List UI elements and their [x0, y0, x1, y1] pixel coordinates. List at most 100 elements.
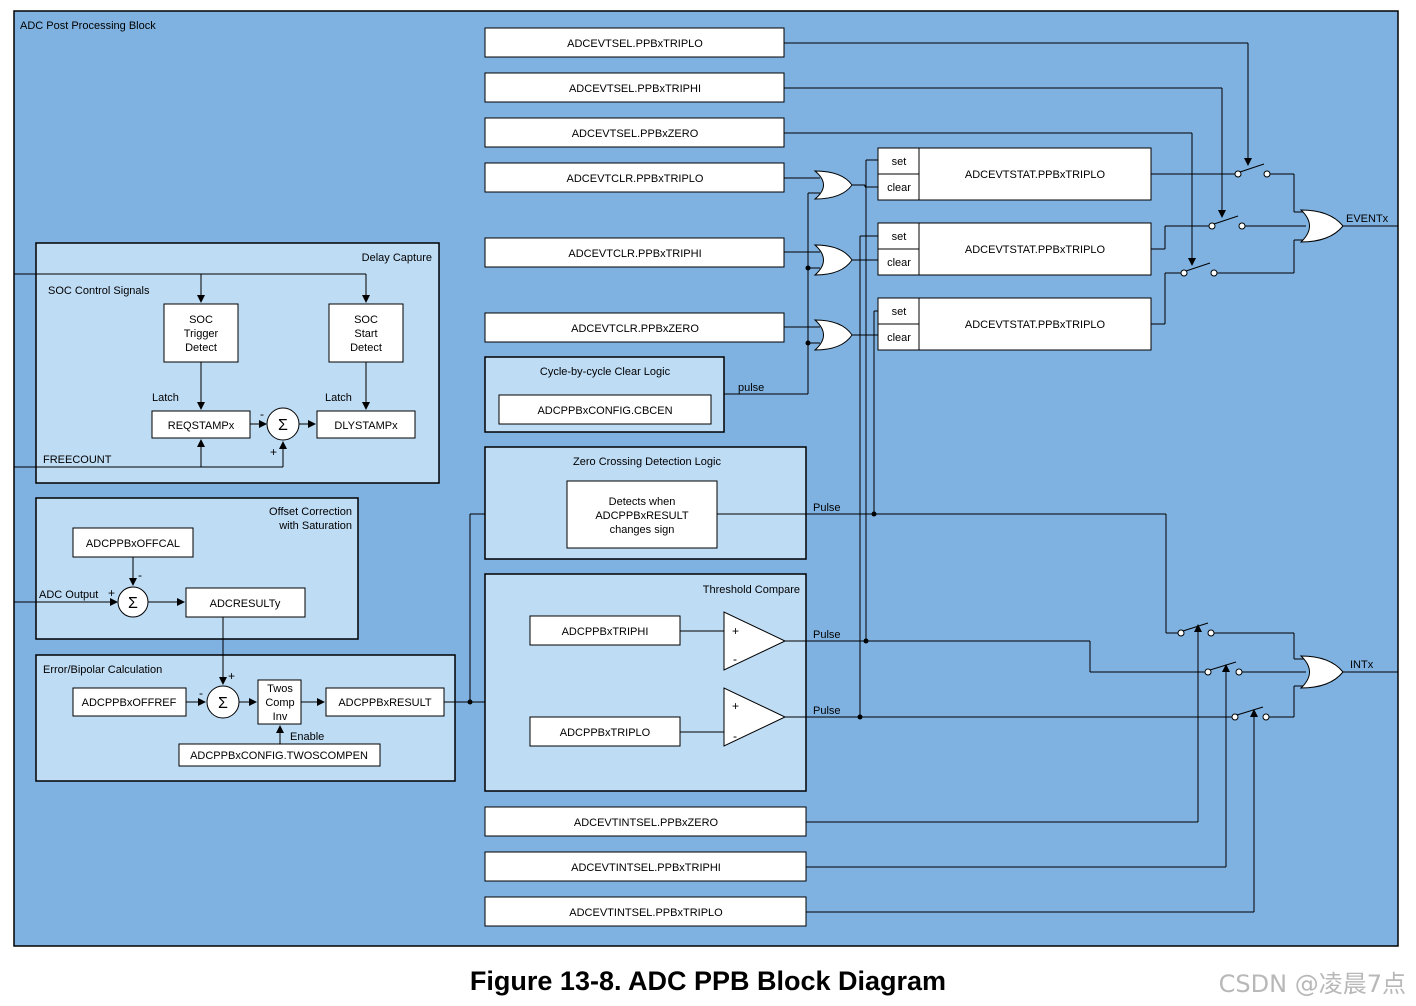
evtstat-3-name: ADCEVTSTAT.PPBxTRIPLO — [965, 319, 1106, 331]
evtstat-3-clear: clear — [887, 332, 911, 344]
evtstat-1-set: set — [892, 156, 907, 168]
evtsel-zero-label: ADCEVTSEL.PPBxZERO — [572, 128, 699, 140]
evtstat-3-set: set — [892, 306, 907, 318]
comparator-lo — [723, 687, 787, 747]
delay-sigma: Σ — [278, 417, 288, 434]
soc-start-line2: Start — [354, 328, 377, 340]
ppbresult-label: ADCPPBxRESULT — [338, 697, 432, 709]
offcal-box — [72, 527, 194, 558]
triplo-box — [529, 716, 681, 747]
latch-right-label: Latch — [325, 392, 352, 404]
cbcen-box — [498, 394, 712, 425]
cmp-hi-minus: - — [733, 652, 737, 666]
cbc-title: Cycle-by-cycle Clear Logic — [540, 366, 671, 378]
intsel-zero: ADCEVTINTSEL.PPBxZERO — [484, 806, 807, 837]
evtclr-triphi-label: ADCEVTCLR.PPBxTRIPHI — [568, 248, 701, 260]
ppbresult-box — [325, 687, 445, 717]
pulse-lo-label: Pulse — [813, 705, 841, 717]
soc-start-detect — [328, 303, 404, 363]
evtclr-zero-label: ADCEVTCLR.PPBxZERO — [571, 323, 699, 335]
evtstat-2-clear: clear — [887, 257, 911, 269]
twoscompen-label: ADCPPBxCONFIG.TWOSCOMPEN — [190, 750, 368, 762]
soc-start-line3: Detect — [350, 342, 382, 354]
twos-line2: Comp — [265, 697, 294, 709]
evtclr-triplo-label: ADCEVTCLR.PPBxTRIPLO — [567, 173, 704, 185]
cmp-lo-plus: + — [732, 699, 739, 713]
threshold-title: Threshold Compare — [703, 584, 800, 596]
intsel-triplo: ADCEVTINTSEL.PPBxTRIPLO — [484, 896, 807, 927]
evtstat-row-3: set clear ADCEVTSTAT.PPBxTRIPLO — [877, 297, 1152, 351]
cmp-lo-minus: - — [733, 729, 737, 743]
reqstamp-label: REQSTAMPx — [168, 420, 235, 432]
delay-capture-title: Delay Capture — [362, 252, 432, 264]
outer-title: ADC Post Processing Block — [20, 20, 156, 32]
pulse-hi-label: Pulse — [813, 629, 841, 641]
evtstat-row-1: set clear ADCEVTSTAT.PPBxTRIPLO — [877, 147, 1152, 201]
int-or-gate — [1299, 655, 1344, 689]
offref-label: ADCPPBxOFFREF — [82, 697, 177, 709]
evtstat-2-name: ADCEVTSTAT.PPBxTRIPLO — [965, 244, 1106, 256]
twos-line3: Inv — [273, 711, 288, 723]
dlystamp-label: DLYSTAMPx — [334, 420, 398, 432]
delay-minus: - — [260, 407, 264, 421]
offset-sigma: Σ — [128, 595, 138, 612]
dlystamp-box — [316, 410, 416, 439]
evtclr-zero: ADCEVTCLR.PPBxZERO — [484, 312, 785, 343]
delay-capture-panel — [35, 242, 440, 484]
offset-minus: - — [138, 568, 142, 582]
error-sigma: Σ — [218, 695, 228, 712]
evtstat-1-clear: clear — [887, 182, 911, 194]
soc-trigger-line3: Detect — [185, 342, 217, 354]
evtstat-row-2: set clear ADCEVTSTAT.PPBxTRIPLO — [877, 222, 1152, 276]
evtsel-triphi: ADCEVTSEL.PPBxTRIPHI — [484, 72, 785, 103]
intsel-triplo-label: ADCEVTINTSEL.PPBxTRIPLO — [569, 907, 723, 919]
offref-box — [72, 687, 187, 717]
triphi-box — [529, 615, 681, 646]
figure-caption: Figure 13-8. ADC PPB Block Diagram — [469, 966, 947, 996]
event-or-gate — [1299, 209, 1344, 243]
evtsel-triplo-label: ADCEVTSEL.PPBxTRIPLO — [567, 38, 703, 50]
latch-left-label: Latch — [152, 392, 179, 404]
adcresult-label: ADCRESULTy — [210, 598, 281, 610]
evtsel-triphi-label: ADCEVTSEL.PPBxTRIPHI — [569, 83, 701, 95]
adc-output-label: ADC Output — [39, 589, 98, 601]
evtclr-triphi: ADCEVTCLR.PPBxTRIPHI — [484, 237, 785, 268]
watermark: CSDN @凌晨7点 — [1218, 970, 1406, 998]
evtsel-zero: ADCEVTSEL.PPBxZERO — [484, 117, 785, 148]
comparator-hi — [723, 611, 787, 671]
evtclr-triplo: ADCEVTCLR.PPBxTRIPLO — [484, 162, 785, 193]
delay-plus: + — [270, 445, 277, 459]
error-plus: + — [228, 669, 235, 683]
zero-cross-line2: ADCPPBxRESULT — [595, 510, 689, 522]
evtsel-triplo: ADCEVTSEL.PPBxTRIPLO — [484, 27, 785, 58]
zero-cross-line3: changes sign — [610, 524, 675, 536]
zero-cross-pulse: Pulse — [813, 502, 841, 514]
evtstat-2-set: set — [892, 231, 907, 243]
error-minus: - — [199, 686, 203, 700]
or-gate-clear-3 — [813, 319, 853, 351]
intsel-zero-label: ADCEVTINTSEL.PPBxZERO — [574, 817, 719, 829]
or-gate-clear-1 — [813, 170, 853, 200]
twos-comp-box — [257, 679, 302, 725]
event-switch-2 — [1208, 215, 1246, 230]
enable-label: Enable — [290, 731, 324, 743]
event-switch-1 — [1234, 163, 1271, 178]
threshold-panel — [484, 573, 807, 792]
soc-trigger-line1: SOC — [189, 314, 213, 326]
soc-trigger-line2: Trigger — [184, 328, 219, 340]
triphi-label: ADCPPBxTRIPHI — [562, 626, 649, 638]
intsel-triphi-label: ADCEVTINTSEL.PPBxTRIPHI — [571, 862, 721, 874]
freecount-label: FREECOUNT — [43, 454, 112, 466]
eventx-label: EVENTx — [1346, 213, 1389, 225]
adcresult-box — [185, 587, 306, 618]
cbcen-label: ADCPPBxCONFIG.CBCEN — [537, 405, 672, 417]
intx-label: INTx — [1350, 659, 1374, 671]
evtstat-1-name: ADCEVTSTAT.PPBxTRIPLO — [965, 169, 1106, 181]
intsel-triphi: ADCEVTINTSEL.PPBxTRIPHI — [484, 851, 807, 882]
soc-control-label: SOC Control Signals — [48, 285, 150, 297]
soc-trigger-detect — [163, 303, 239, 363]
int-switch-1 — [1177, 622, 1215, 637]
error-calc-title: Error/Bipolar Calculation — [43, 664, 162, 676]
offset-plus: + — [108, 586, 115, 600]
